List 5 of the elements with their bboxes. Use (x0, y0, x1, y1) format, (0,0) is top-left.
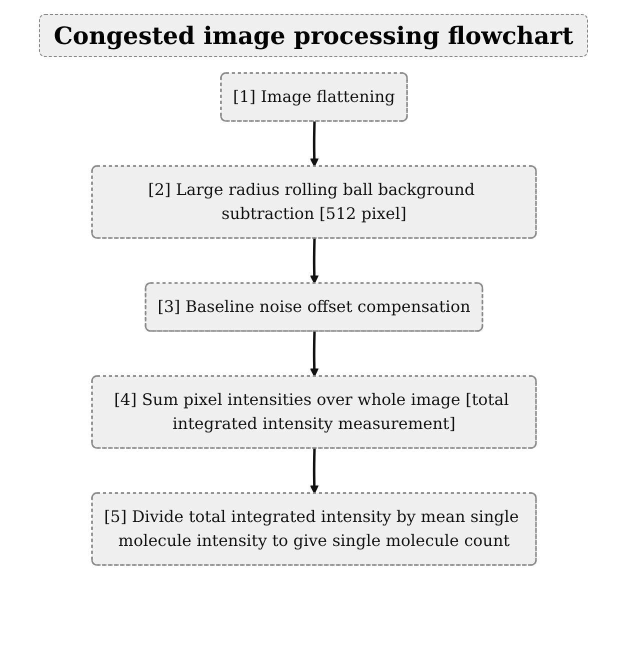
arrow (309, 448, 318, 494)
arrow (309, 238, 318, 284)
arrow (309, 331, 318, 377)
title: Congested image processing flowchart (38, 14, 588, 57)
arrow (309, 121, 318, 167)
